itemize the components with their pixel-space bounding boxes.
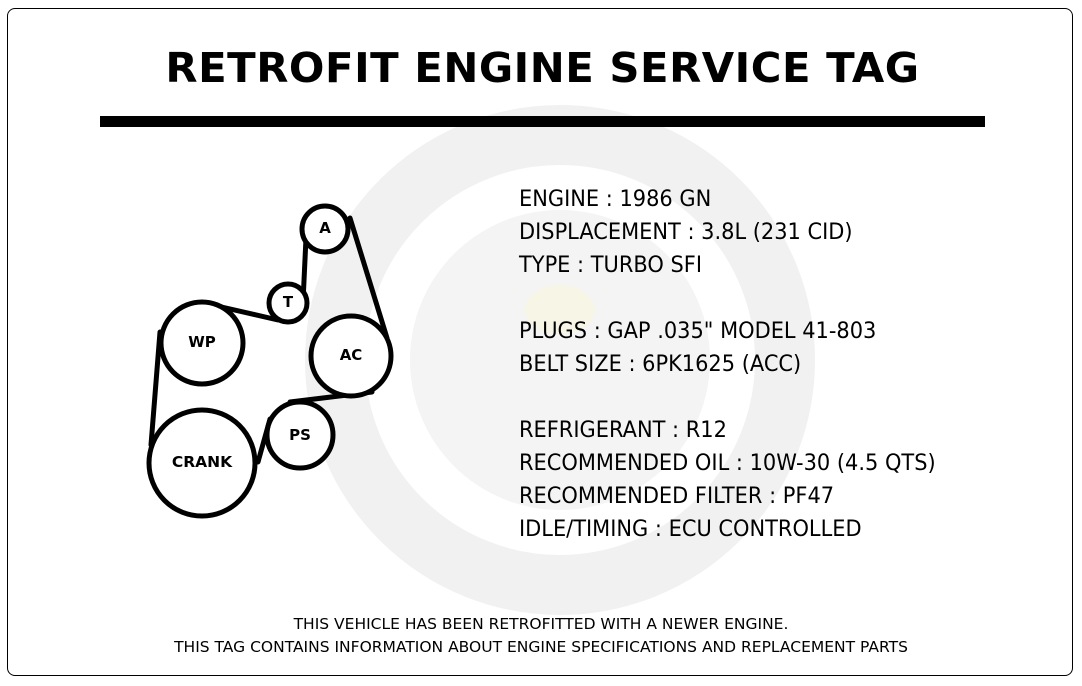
pulley-label-alternator: A	[319, 219, 331, 237]
footer-notice-line-1: THIS VEHICLE HAS BEEN RETROFITTED WITH A…	[293, 615, 789, 633]
ac-compressor-pulley	[308, 313, 394, 399]
spec-spacer	[519, 282, 936, 315]
spec-recommended-filter: RECOMMENDED FILTER : PF47	[519, 483, 835, 509]
pulley-label-crankshaft: CRANK	[171, 453, 233, 471]
title-divider	[100, 116, 985, 127]
water-pump-pulley	[158, 299, 246, 387]
spec-belt-size: BELT SIZE : 6PK1625 (ACC)	[519, 351, 802, 377]
page-title: RETROFIT ENGINE SERVICE TAG	[165, 44, 920, 92]
spec-idle-timing: IDLE/TIMING : ECU CONTROLLED	[519, 516, 862, 542]
spec-type: TYPE : TURBO SFI	[519, 252, 702, 278]
footer-notice-line-2: THIS TAG CONTAINS INFORMATION ABOUT ENGI…	[174, 638, 908, 656]
power-steering-pulley	[264, 399, 336, 471]
spec-refrigerant: REFRIGERANT : R12	[519, 417, 727, 443]
spec-engine: ENGINE : 1986 GN	[519, 186, 712, 212]
pulley-label-water-pump: WP	[188, 333, 216, 351]
spec-recommended-oil: RECOMMENDED OIL : 10W-30 (4.5 QTS)	[519, 450, 936, 476]
spec-plugs: PLUGS : GAP .035" MODEL 41-803	[519, 318, 877, 344]
pulley-label-ac-compressor: AC	[339, 346, 363, 364]
tensioner-pulley	[266, 281, 310, 325]
engine-specs: ENGINE : 1986 GN DISPLACEMENT : 3.8L (23…	[519, 183, 936, 546]
alternator-pulley	[299, 203, 351, 255]
spec-displacement: DISPLACEMENT : 3.8L (231 CID)	[519, 219, 853, 245]
crankshaft-pulley	[146, 407, 258, 519]
pulley-label-tensioner: T	[282, 293, 294, 311]
pulley-label-power-steering: PS	[289, 426, 311, 444]
spec-spacer	[519, 381, 936, 414]
belt-routing-diagram	[146, 203, 394, 519]
